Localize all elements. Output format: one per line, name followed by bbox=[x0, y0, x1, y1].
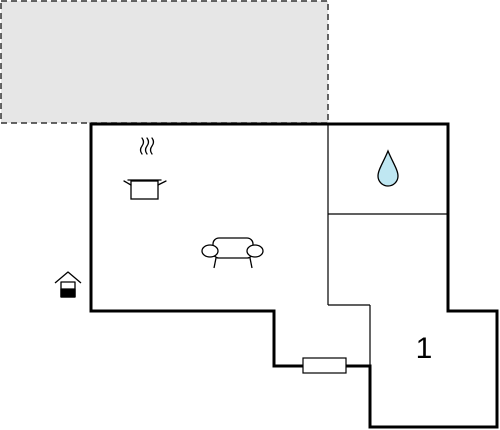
house-entrance-icon bbox=[54, 271, 82, 298]
outer-walls bbox=[89, 122, 499, 429]
window-icon bbox=[302, 357, 347, 374]
sofa-icon bbox=[201, 237, 264, 269]
water-drop-icon bbox=[377, 149, 399, 187]
room-number-label: 1 bbox=[416, 332, 433, 365]
cooking-pot-icon bbox=[123, 137, 167, 200]
interior-walls bbox=[327, 124, 448, 366]
terrace-area bbox=[0, 0, 329, 124]
